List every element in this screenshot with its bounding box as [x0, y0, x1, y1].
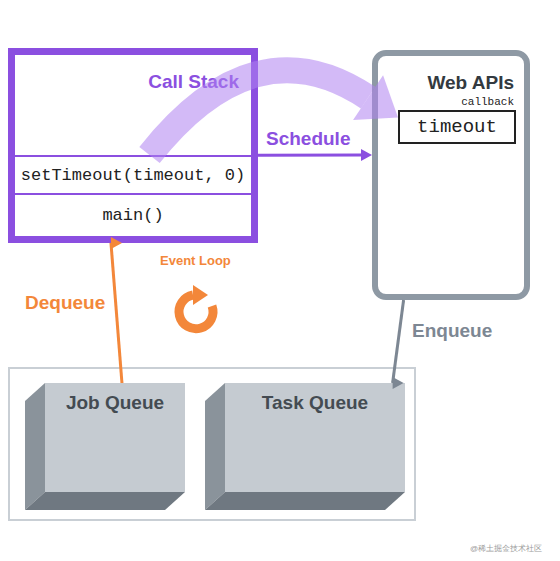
frame-text: setTimeout(timeout, 0)	[21, 166, 245, 185]
stack-frame: setTimeout(timeout, 0)	[15, 155, 251, 195]
schedule-flow-arrow	[150, 70, 398, 155]
watermark: @稀土掘金技术社区	[470, 543, 542, 554]
flow-arrow	[258, 149, 372, 161]
cube-bottom	[25, 492, 185, 510]
arrow-head	[111, 237, 122, 249]
cube-front	[45, 383, 185, 492]
cube-front	[225, 383, 405, 492]
cube-bottom	[205, 492, 405, 510]
queue-box: Task Queue	[205, 383, 405, 510]
queue-title: Task Queue	[225, 392, 405, 414]
stack-frame: main()	[15, 195, 251, 235]
callback-name: timeout	[398, 110, 516, 144]
event-loop-head	[193, 285, 208, 305]
callback-box: callback timeout	[398, 96, 516, 144]
edge-label: Dequeue	[25, 292, 105, 314]
cube-side	[25, 383, 45, 510]
arrow-head	[393, 377, 404, 389]
queue-container	[9, 368, 415, 520]
loop-label: Event Loop	[160, 253, 231, 268]
web-apis-title: Web APIs	[427, 72, 514, 94]
edge-label: Schedule	[266, 128, 350, 150]
call-stack-box: Call Stack setTimeout(timeout, 0) main()	[8, 48, 258, 243]
web-apis-box: Web APIs callback timeout	[372, 50, 530, 300]
arrow-line	[111, 243, 122, 383]
arrow-line	[393, 300, 404, 383]
flow-arrow	[111, 237, 122, 383]
flow-arrow	[393, 300, 404, 389]
arrow-line	[150, 70, 369, 155]
arrow-head	[361, 149, 372, 161]
cube-side	[205, 383, 225, 510]
edge-label: Enqueue	[412, 320, 492, 342]
arrow-line	[258, 154, 361, 157]
arrow-head	[353, 75, 398, 120]
queue-box: Job Queue	[25, 383, 185, 510]
queue-title: Job Queue	[45, 392, 185, 414]
callback-tag: callback	[461, 96, 514, 108]
stack-title: Call Stack	[148, 71, 239, 93]
frame-text: main()	[102, 206, 163, 225]
